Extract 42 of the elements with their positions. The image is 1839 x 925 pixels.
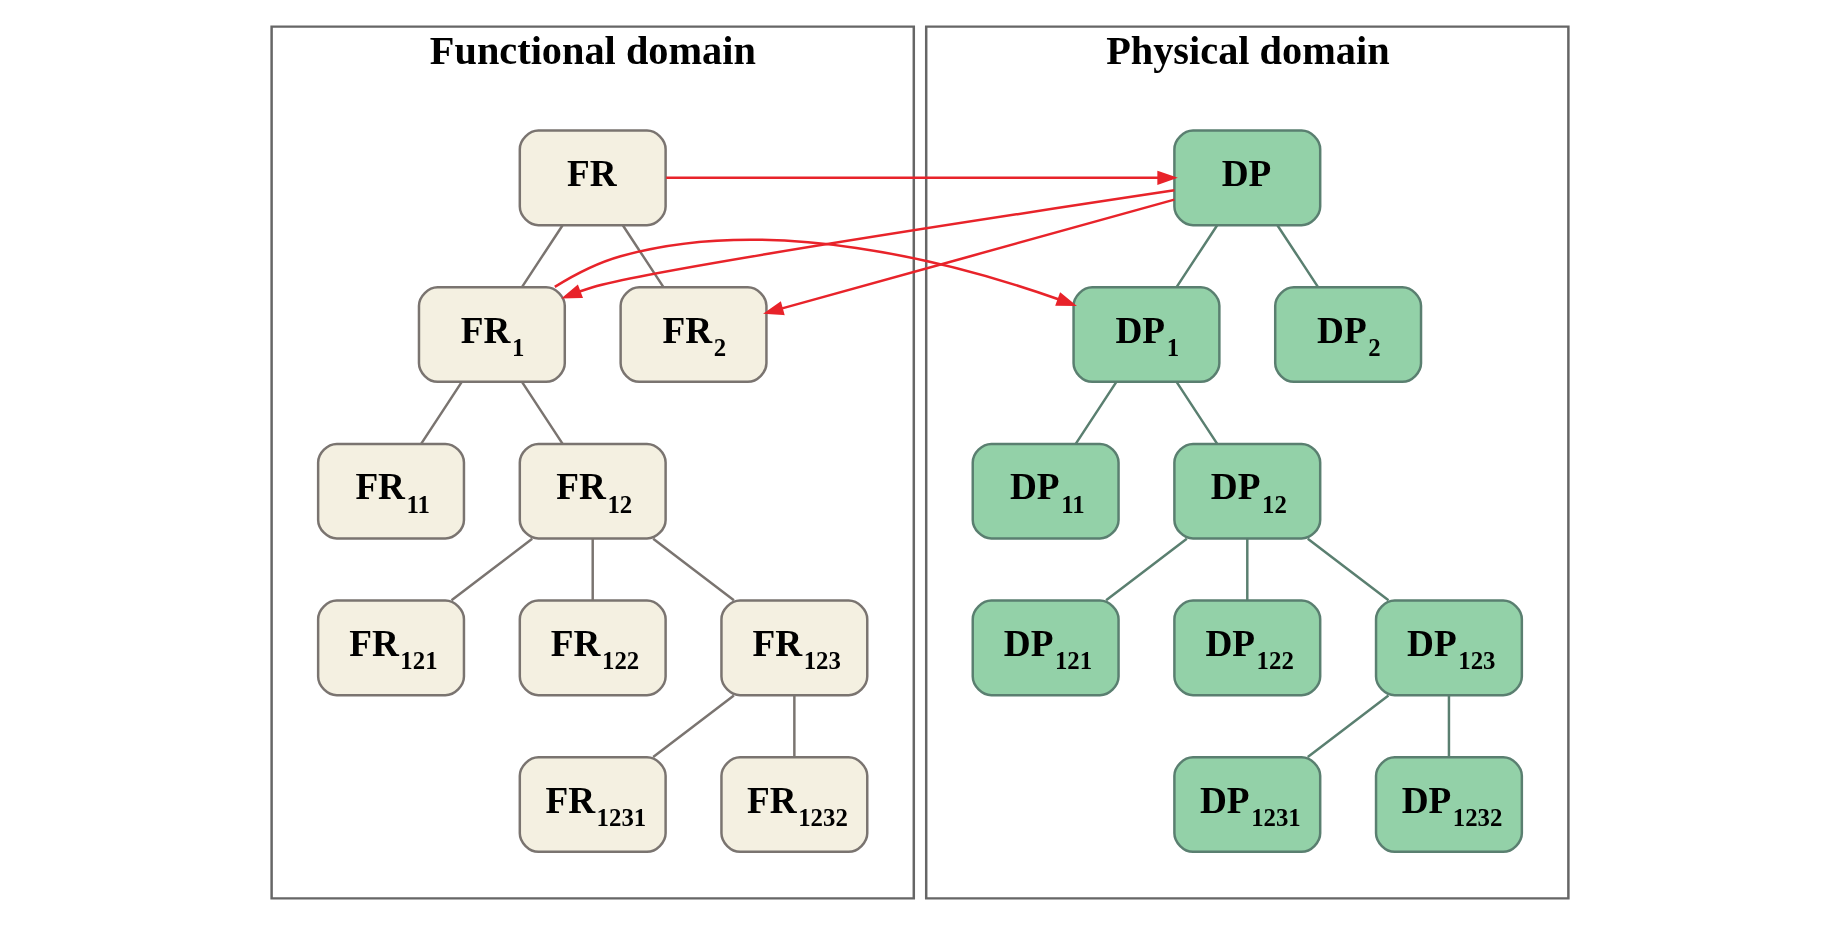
connector <box>1175 224 1218 288</box>
node-box: FR$_{122}$ <box>518 599 667 697</box>
connector <box>621 224 664 288</box>
arrow <box>762 198 1175 316</box>
connector <box>1104 537 1188 602</box>
connector <box>520 381 563 445</box>
node-box: DP$_{123}$ <box>1374 599 1523 697</box>
connector <box>450 537 533 602</box>
connector <box>651 694 735 758</box>
node-box: DP$_{1232}$ <box>1374 756 1523 854</box>
connector <box>1447 695 1450 757</box>
node-box: DP$_{11}$ <box>971 442 1120 540</box>
connector <box>792 695 796 757</box>
arrow <box>560 189 1175 299</box>
node-box: DP$_{1}$ <box>1071 286 1221 384</box>
node-box: FR$_{123}$ <box>719 599 868 697</box>
node-box: FR <box>518 129 667 227</box>
node-box: FR$_{121}$ <box>316 599 465 697</box>
connector <box>1306 694 1389 758</box>
node-box: DP$_{121}$ <box>971 599 1120 697</box>
node-box: DP$_{2}$ <box>1273 286 1422 384</box>
node-box: FR$_{12}$ <box>518 442 667 540</box>
connector <box>651 537 735 602</box>
connector <box>1074 381 1117 445</box>
node-box: FR$_{1231}$ <box>518 756 667 854</box>
connector <box>590 538 594 601</box>
node-box: FR$_{1}$ <box>417 286 566 384</box>
connector <box>520 224 563 288</box>
arrow <box>553 238 1077 306</box>
connector <box>1276 224 1319 288</box>
connector <box>1245 538 1249 601</box>
node-box: FR$_{11}$ <box>316 442 465 540</box>
node-box: DP$_{122}$ <box>1172 599 1321 697</box>
arrow <box>665 170 1178 186</box>
connector <box>1175 381 1218 445</box>
node-box: DP <box>1172 129 1321 227</box>
connector <box>1306 537 1389 602</box>
node-box: DP$_{12}$ <box>1172 442 1321 540</box>
connector <box>419 381 463 445</box>
node-box: FR$_{2}$ <box>618 286 768 384</box>
node-box: FR$_{1232}$ <box>719 756 868 854</box>
node-box: DP$_{1231}$ <box>1172 756 1321 854</box>
